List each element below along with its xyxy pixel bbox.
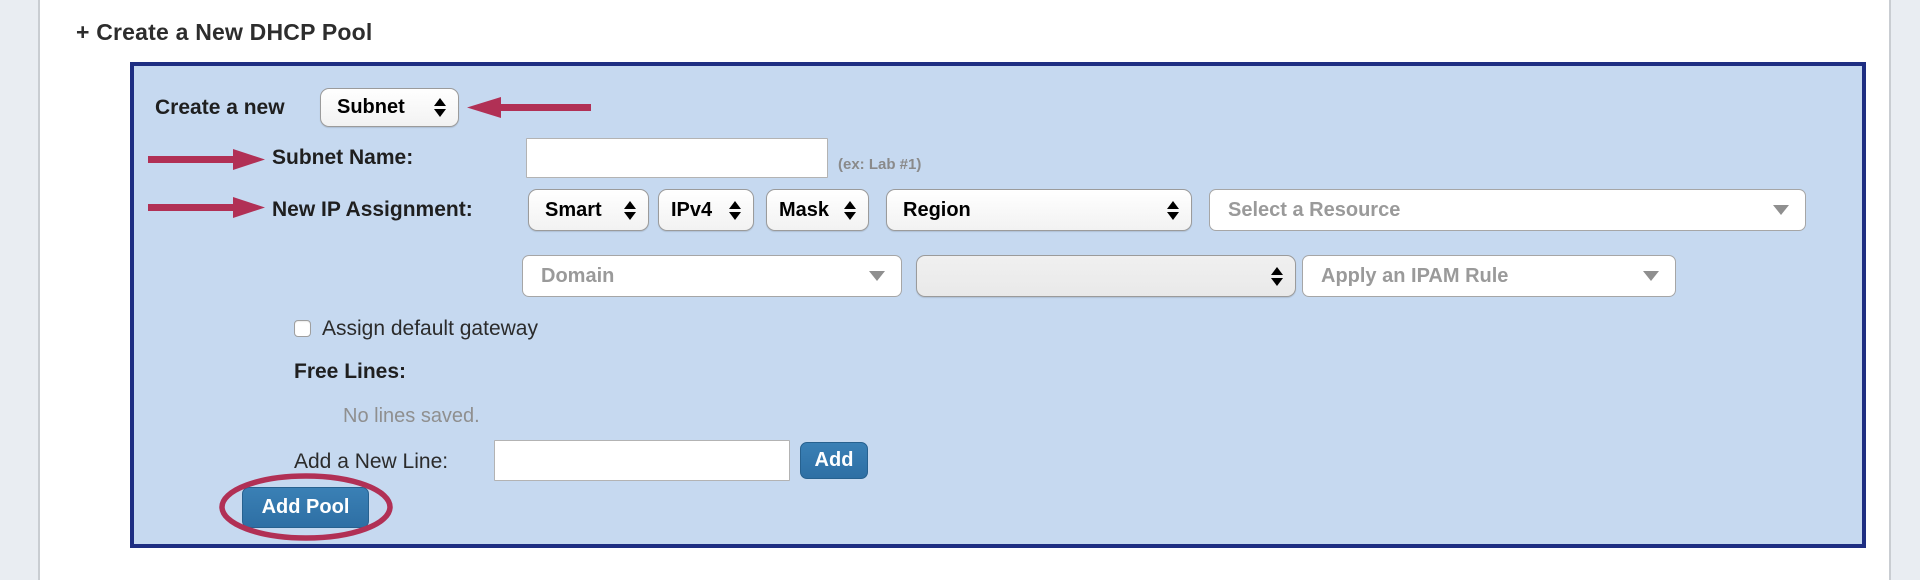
free-lines-status: No lines saved. bbox=[343, 404, 480, 427]
ipam-rule-select[interactable]: Apply an IPAM Rule bbox=[1302, 255, 1676, 297]
smart-select[interactable]: Smart bbox=[528, 189, 649, 231]
ip-version-select-value: IPv4 bbox=[671, 198, 713, 221]
updown-caret-icon bbox=[434, 98, 446, 117]
resource-select-placeholder: Select a Resource bbox=[1228, 198, 1401, 221]
updown-caret-icon bbox=[729, 200, 741, 220]
assign-default-gateway-checkbox[interactable] bbox=[294, 320, 311, 337]
updown-caret-icon bbox=[844, 200, 856, 220]
ipam-rule-select-placeholder: Apply an IPAM Rule bbox=[1321, 264, 1509, 287]
ip-version-select[interactable]: IPv4 bbox=[658, 189, 754, 231]
add-line-button[interactable]: Add bbox=[800, 442, 868, 479]
add-new-line-label: Add a New Line: bbox=[294, 450, 449, 473]
smart-select-value: Smart bbox=[545, 198, 602, 221]
page-title: + Create a New DHCP Pool bbox=[76, 18, 373, 45]
new-ip-assignment-label: New IP Assignment: bbox=[272, 198, 473, 221]
domain-select[interactable]: Domain bbox=[522, 255, 902, 297]
dropdown-caret-icon bbox=[1643, 271, 1659, 281]
left-gutter bbox=[0, 0, 40, 580]
create-a-new-label: Create a new bbox=[155, 95, 285, 119]
dropdown-caret-icon bbox=[869, 271, 885, 281]
dropdown-caret-icon bbox=[1773, 205, 1789, 215]
mask-select[interactable]: Mask bbox=[766, 189, 869, 231]
create-type-select-value: Subnet bbox=[337, 96, 405, 118]
create-type-select[interactable]: Subnet bbox=[320, 88, 459, 127]
dhcp-pool-form-panel bbox=[130, 62, 1866, 548]
updown-caret-icon bbox=[1271, 266, 1283, 286]
domain-select-placeholder: Domain bbox=[541, 264, 615, 287]
region-select-value: Region bbox=[903, 198, 971, 221]
region-select[interactable]: Region bbox=[886, 189, 1192, 231]
unlabeled-select[interactable] bbox=[916, 255, 1296, 297]
subnet-name-label: Subnet Name: bbox=[272, 146, 414, 169]
updown-caret-icon bbox=[1167, 200, 1179, 220]
free-lines-label: Free Lines: bbox=[294, 359, 407, 383]
right-gutter bbox=[1889, 0, 1920, 580]
resource-select[interactable]: Select a Resource bbox=[1209, 189, 1806, 231]
add-new-line-input[interactable] bbox=[494, 440, 790, 481]
subnet-name-hint: (ex: Lab #1) bbox=[838, 155, 922, 173]
assign-default-gateway-label: Assign default gateway bbox=[322, 317, 538, 340]
mask-select-value: Mask bbox=[779, 198, 830, 221]
add-pool-button[interactable]: Add Pool bbox=[242, 487, 369, 528]
subnet-name-input[interactable] bbox=[526, 138, 828, 178]
updown-caret-icon bbox=[624, 200, 636, 220]
